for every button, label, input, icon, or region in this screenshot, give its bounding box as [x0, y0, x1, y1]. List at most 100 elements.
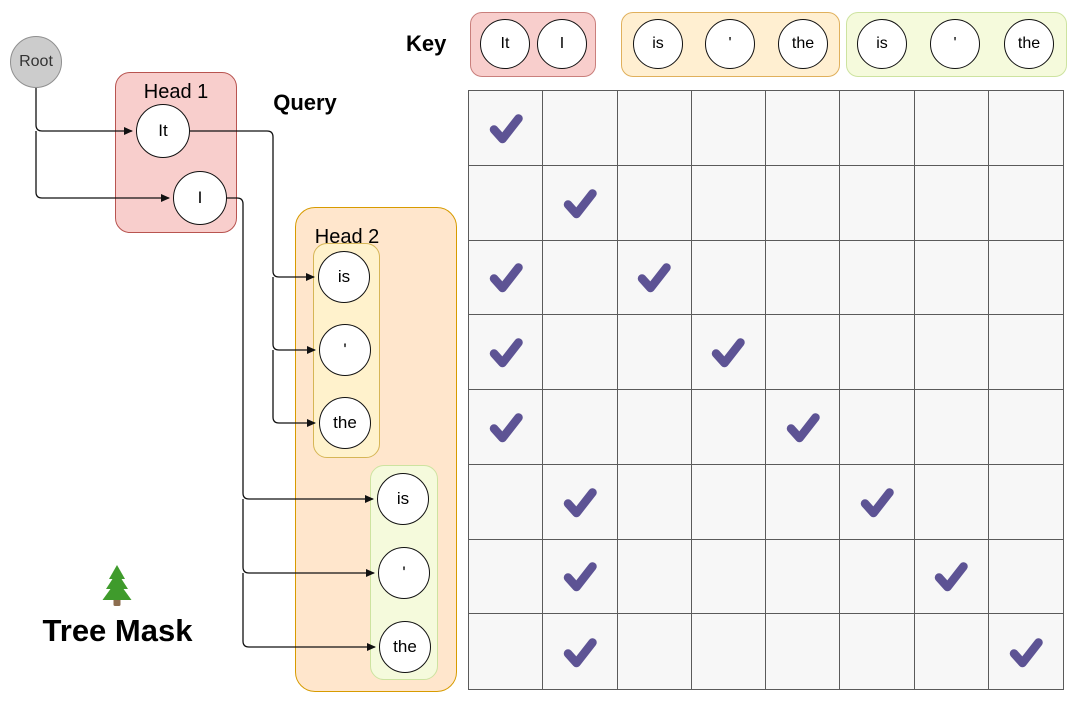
mask-cell: [691, 165, 766, 241]
mask-cell: [543, 464, 618, 540]
mask-cell: [469, 165, 544, 241]
mask-cell: [543, 91, 618, 166]
check-icon: [637, 263, 671, 293]
query-label: Query: [273, 90, 337, 115]
mask-cell: [914, 464, 989, 540]
mask-cell: [691, 315, 766, 390]
node-head2-i-apostrophe: ': [378, 547, 430, 599]
evergreen-tree-icon: [102, 565, 132, 606]
mask-cell: [617, 91, 692, 166]
mask-cell: [469, 91, 544, 166]
key-token-it: It: [480, 19, 530, 69]
check-icon: [712, 338, 746, 368]
mask-cell: [543, 539, 618, 615]
node-head2-it-apostrophe: ': [319, 324, 371, 376]
check-icon: [563, 637, 597, 667]
mask-cell: [988, 539, 1063, 615]
mask-cell: [617, 390, 692, 465]
key-token-the-2: the: [1004, 19, 1054, 69]
mask-cell: [914, 240, 989, 316]
mask-cell: [617, 315, 692, 390]
mask-cell: [766, 464, 841, 540]
check-icon: [860, 487, 894, 517]
check-icon: [563, 562, 597, 592]
mask-cell: [543, 390, 618, 465]
mask-cell: [766, 539, 841, 615]
mask-cell: [840, 539, 915, 615]
mask-cell: [543, 315, 618, 390]
mask-cell: [543, 165, 618, 241]
mask-cell: [840, 91, 915, 166]
key-token-i: I: [537, 19, 587, 69]
check-icon: [489, 114, 523, 144]
mask-cell: [840, 315, 915, 390]
mask-cell: [914, 165, 989, 241]
mask-cell: [988, 614, 1063, 689]
check-icon: [489, 338, 523, 368]
mask-cell: [988, 464, 1063, 540]
key-token-apostrophe-2: ': [930, 19, 980, 69]
mask-cell: [617, 614, 692, 689]
node-head1-it: It: [136, 104, 190, 158]
mask-cell: [617, 539, 692, 615]
figure-caption: Tree Mask: [42, 613, 193, 648]
mask-cell: [691, 539, 766, 615]
mask-cell: [691, 390, 766, 465]
key-label: Key: [406, 31, 447, 56]
node-head2-i-is: is: [377, 473, 429, 525]
mask-cell: [691, 464, 766, 540]
root-node: Root: [10, 36, 62, 88]
check-icon: [563, 188, 597, 218]
mask-cell: [914, 315, 989, 390]
mask-cell: [766, 240, 841, 316]
mask-cell: [469, 614, 544, 689]
node-head2-i-the: the: [379, 621, 431, 673]
mask-cell: [988, 91, 1063, 166]
mask-cell: [914, 91, 989, 166]
mask-cell: [691, 240, 766, 316]
mask-cell: [914, 539, 989, 615]
mask-cell: [617, 240, 692, 316]
mask-cell: [766, 390, 841, 465]
mask-cell: [988, 240, 1063, 316]
mask-grid: [468, 90, 1064, 690]
key-token-is-2: is: [857, 19, 907, 69]
mask-cell: [543, 614, 618, 689]
key-token-apostrophe-1: ': [705, 19, 755, 69]
mask-cell: [691, 614, 766, 689]
check-icon: [489, 263, 523, 293]
key-token-is-1: is: [633, 19, 683, 69]
node-head2-it-is: is: [318, 251, 370, 303]
head1-label: Head 1: [143, 81, 209, 103]
mask-cell: [988, 165, 1063, 241]
mask-cell: [766, 165, 841, 241]
mask-cell: [469, 539, 544, 615]
mask-cell: [840, 614, 915, 689]
mask-cell: [469, 390, 544, 465]
mask-cell: [988, 315, 1063, 390]
mask-cell: [469, 240, 544, 316]
check-icon: [489, 413, 523, 443]
head2-label: Head 2: [314, 226, 380, 248]
mask-cell: [543, 240, 618, 316]
mask-cell: [617, 165, 692, 241]
mask-cell: [840, 390, 915, 465]
check-icon: [786, 413, 820, 443]
mask-cell: [469, 315, 544, 390]
node-head2-it-the: the: [319, 397, 371, 449]
mask-cell: [840, 464, 915, 540]
key-token-the-1: the: [778, 19, 828, 69]
node-head1-i: I: [173, 171, 227, 225]
mask-cell: [766, 315, 841, 390]
mask-cell: [766, 91, 841, 166]
check-icon: [563, 487, 597, 517]
mask-cell: [914, 614, 989, 689]
mask-cell: [914, 390, 989, 465]
mask-cell: [766, 614, 841, 689]
mask-cell: [469, 464, 544, 540]
mask-cell: [988, 390, 1063, 465]
mask-cell: [691, 91, 766, 166]
mask-cell: [840, 165, 915, 241]
check-icon: [1009, 637, 1043, 667]
